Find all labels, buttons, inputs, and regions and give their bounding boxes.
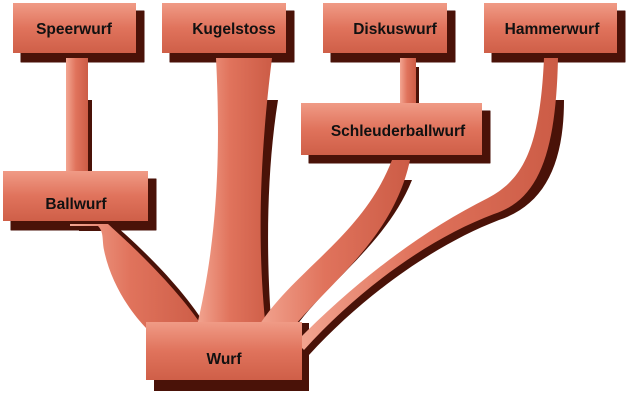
node-diskuswurf-box [323, 3, 447, 53]
node-kugelstoss: Kugelstoss [162, 3, 286, 53]
node-hammerwurf: Hammerwurf [484, 3, 617, 53]
node-schleuderballwurf: Schleuderballwurf [301, 103, 482, 155]
node-speerwurf: Speerwurf [13, 3, 136, 53]
node-speerwurf-label: Speerwurf [36, 21, 113, 38]
node-hammerwurf-box [484, 3, 617, 53]
node-hammerwurf-label: Hammerwurf [505, 21, 601, 38]
node-ballwurf-label: Ballwurf [45, 196, 107, 213]
edge-wurf-ballwurf [70, 224, 205, 330]
edge-ballwurf-speerwurf [66, 58, 88, 178]
node-speerwurf-box [13, 3, 136, 53]
connector-layer [66, 58, 558, 350]
node-ballwurf-box [3, 171, 148, 221]
node-kugelstoss-box [162, 3, 286, 53]
node-kugelstoss-label: Kugelstoss [192, 21, 276, 38]
edge-schleuderballwurf-diskuswurf [400, 58, 416, 110]
edge-wurf-kugelstoss [196, 58, 272, 330]
node-diskuswurf-label: Diskuswurf [353, 21, 437, 38]
root-node: Wurf [146, 322, 302, 380]
node-schleuderballwurf-box [301, 103, 482, 155]
edge-wurf-hammerwurf [296, 58, 558, 350]
node-ballwurf: Ballwurf [3, 171, 148, 221]
node-schleuderballwurf-label: Schleuderballwurf [331, 123, 466, 140]
root-node-label: Wurf [206, 351, 242, 368]
node-diskuswurf: Diskuswurf [323, 3, 447, 53]
root-node-shape [146, 322, 302, 380]
edge-wurf-schleuderballwurf [255, 160, 410, 342]
